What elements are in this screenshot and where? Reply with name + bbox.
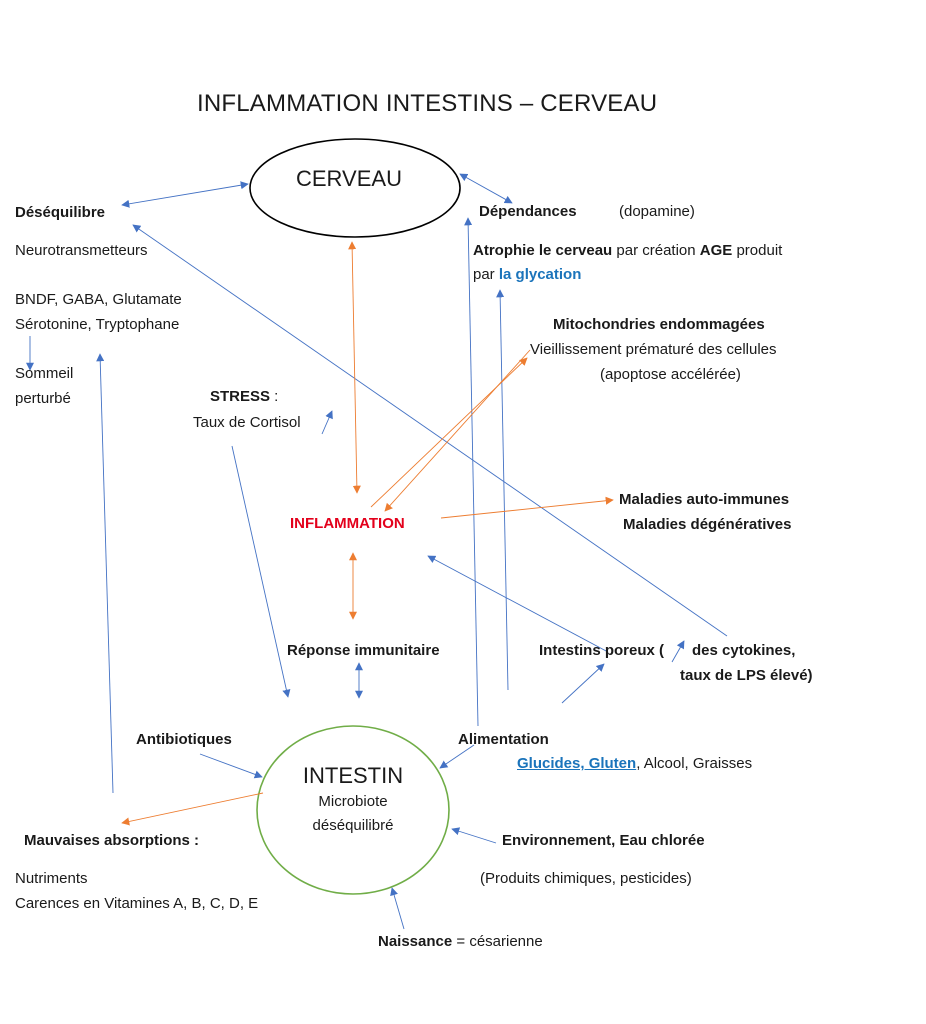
cesarienne-label: = césarienne — [452, 933, 543, 950]
cerveau-label: CERVEAU — [296, 166, 402, 191]
arrow-alimentation-intestin — [439, 744, 475, 769]
page-title: INFLAMMATION INTESTINS – CERVEAU — [197, 90, 658, 117]
arrow-cerveau-desequilibre — [121, 181, 249, 208]
arrow-cytokines-up — [671, 640, 685, 663]
mitochondries-line2: Vieillissement prématuré des cellules — [530, 341, 777, 358]
arrow-naissance-intestin — [390, 887, 405, 930]
reponse-immunitaire-label: Réponse immunitaire — [287, 642, 440, 659]
stress-suffix: : — [270, 388, 279, 405]
arrow-intestin-neuro — [96, 353, 114, 794]
alimentation-label: Alimentation — [458, 731, 549, 748]
atrophie-text: par création — [612, 242, 700, 259]
cytokines-label: des cytokines, — [692, 642, 796, 659]
age-label: AGE — [699, 242, 733, 259]
neurotransmitters-list-2: Sérotonine, Tryptophane — [15, 316, 180, 333]
arrow-cerveau-inflammation — [348, 241, 361, 494]
sommeil-line2: perturbé — [15, 390, 71, 407]
antibiotiques-label: Antibiotiques — [136, 731, 232, 748]
alimentation-detail: Glucides, Gluten, Alcool, Graisses — [517, 755, 752, 773]
arrow-cortisol — [321, 410, 333, 435]
intestin-ellipse — [256, 725, 450, 895]
arrow-alimentation-dependances — [464, 217, 479, 727]
stress-label-row: STRESS : — [210, 388, 278, 406]
microbiote-label: Microbiote — [318, 793, 388, 810]
mitochondries-label: Mitochondries endommagées — [553, 316, 765, 333]
arrow-environnement-intestin — [451, 827, 497, 844]
mitochondries-line3: (apoptose accélérée) — [600, 366, 741, 383]
arrow-alimentation-poreux — [561, 663, 605, 704]
stress-label: STRESS — [210, 388, 271, 405]
arrow-cytokines-desequilibre — [132, 224, 728, 637]
arrow-inflammation-maladies — [440, 496, 614, 519]
neurotransmitters-list-1: BNDF, GABA, Glutamate — [15, 291, 182, 308]
arrow-stress-intestin — [231, 445, 291, 698]
maladies-line2: Maladies dégénératives — [623, 516, 792, 533]
atrophie-line2: par la glycation — [473, 266, 581, 284]
desequilibre-label: Déséquilibre — [15, 204, 106, 221]
atrophie-bold: Atrophie le cerveau — [473, 242, 613, 259]
intestin-node: INTESTIN Microbiote déséquilibré — [283, 762, 423, 838]
desequilibre-microbiote-label: déséquilibré — [312, 817, 394, 834]
naissance-row: Naissance = césarienne — [378, 933, 543, 951]
sommeil-line1: Sommeil — [15, 365, 74, 382]
intestin-label: INTESTIN — [302, 763, 404, 788]
cortisol-label: Taux de Cortisol — [193, 414, 301, 431]
arrow-poreux-glycation — [496, 289, 509, 691]
arrow-cerveau-dependances — [459, 173, 513, 204]
lps-label: taux de LPS élevé) — [680, 667, 813, 684]
environnement-label: Environnement, Eau chlorée — [502, 832, 705, 849]
mauvaises-absorptions-label: Mauvaises absorptions : — [24, 832, 200, 849]
arrow-antibiotiques-intestin — [199, 753, 263, 779]
alimentation-rest: , Alcool, Graisses — [636, 755, 753, 772]
glycation-label: la glycation — [498, 266, 582, 283]
neurotransmetteurs-label: Neurotransmetteurs — [15, 242, 148, 259]
glucides-gluten-link[interactable]: Glucides, Gluten — [517, 755, 637, 772]
maladies-line1: Maladies auto-immunes — [619, 491, 790, 508]
atrophie-text2: produit — [732, 242, 783, 259]
atrophie-par: par — [473, 266, 499, 283]
arrow-inflammation-mitochondries-2 — [384, 349, 531, 512]
atrophie-line1: Atrophie le cerveau par création AGE pro… — [473, 242, 782, 260]
dependances-label: Dépendances — [479, 203, 577, 220]
arrow-poreux-inflammation — [427, 555, 609, 653]
arrow-intestin-mauvaises — [121, 792, 264, 826]
naissance-label: Naissance — [378, 933, 453, 950]
carences-label: Carences en Vitamines A, B, C, D, E — [15, 895, 259, 912]
intestins-poreux-line1: Intestins poreux ( — [539, 642, 665, 659]
dependances-note: (dopamine) — [619, 203, 695, 220]
nutriments-label: Nutriments — [15, 870, 88, 887]
inflammation-label: INFLAMMATION — [290, 515, 405, 532]
produits-chimiques-label: (Produits chimiques, pesticides) — [480, 870, 692, 887]
